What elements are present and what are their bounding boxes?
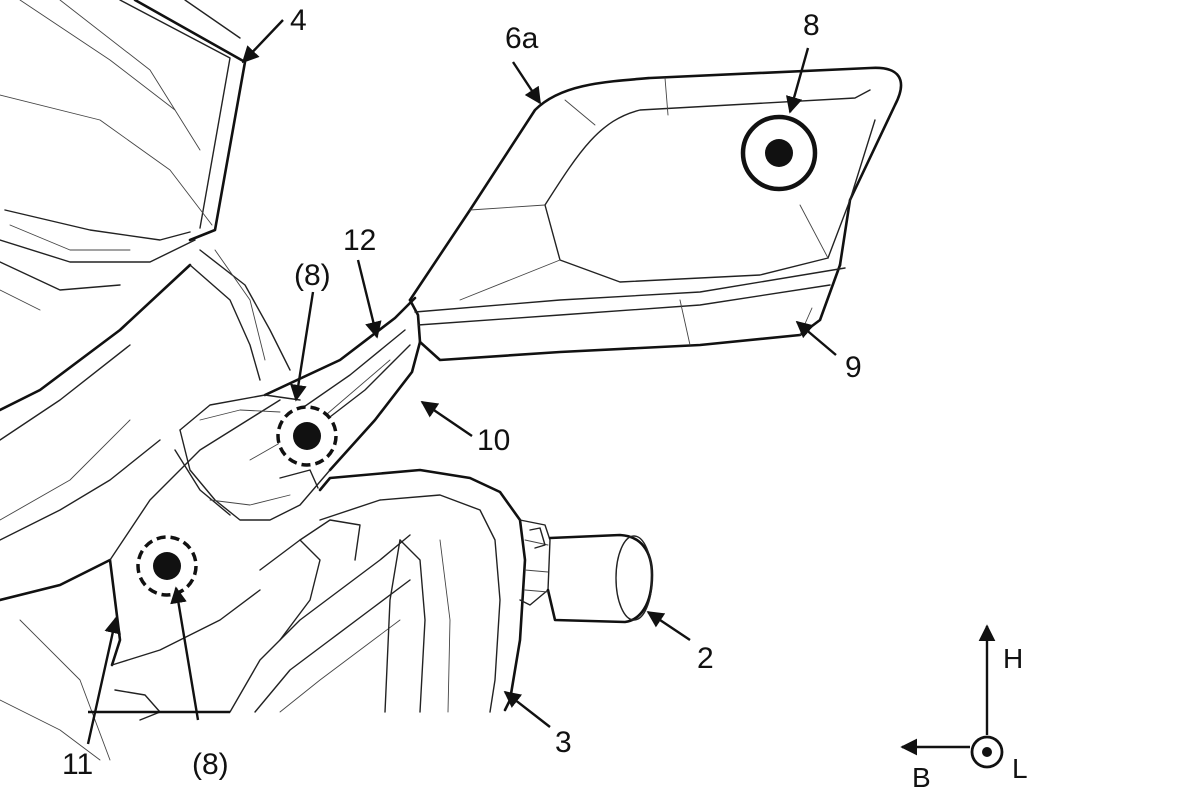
callout-camera-upper-alt: (8) [294,259,331,292]
callout-mirror-housing: 6a [505,22,539,55]
callout-mirror-lower-cover: 9 [845,351,862,384]
callout-stay-joint: 12 [343,224,376,257]
axis-indicator [902,626,1002,767]
callout-handlebar: 3 [555,726,572,759]
leader-lines [88,20,836,744]
callout-camera-main: 8 [803,9,820,42]
axis-label-left: L [1012,753,1028,784]
callout-mirror-stay: 10 [477,424,510,457]
callout-grip: 2 [697,642,714,675]
windshield-outline [0,0,245,310]
camera-main-marker [743,117,815,189]
mirror-housing [410,68,901,360]
callout-cowl: 11 [62,748,93,781]
camera-lower-marker [138,537,196,595]
callout-windshield: 4 [290,4,307,37]
axis-label-up: H [1003,643,1023,674]
axis-label-back: B [912,762,931,793]
camera-upper-marker [278,407,336,465]
callout-camera-lower-alt: (8) [192,748,229,781]
handle-grip [520,520,652,622]
handlebar [230,470,525,712]
